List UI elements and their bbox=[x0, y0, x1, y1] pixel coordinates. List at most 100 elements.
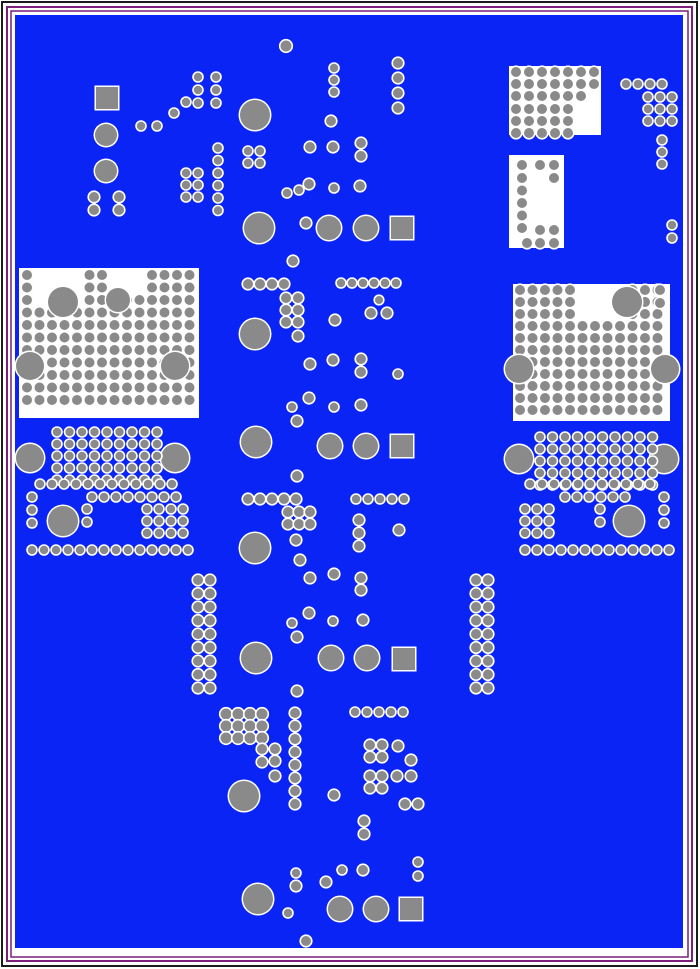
via bbox=[471, 629, 481, 639]
via bbox=[635, 456, 645, 466]
via bbox=[213, 206, 223, 215]
via bbox=[565, 333, 575, 343]
via bbox=[232, 732, 244, 744]
via bbox=[59, 332, 70, 343]
via bbox=[140, 463, 149, 473]
via bbox=[615, 405, 625, 415]
via bbox=[159, 382, 170, 393]
via bbox=[97, 270, 107, 280]
via bbox=[114, 205, 124, 215]
via bbox=[524, 128, 534, 138]
via bbox=[72, 395, 82, 405]
via bbox=[393, 73, 403, 83]
via bbox=[71, 479, 81, 489]
via bbox=[267, 279, 277, 289]
via bbox=[585, 444, 595, 454]
via bbox=[22, 307, 32, 318]
via bbox=[602, 345, 613, 355]
mounting-hole bbox=[244, 213, 274, 243]
via bbox=[552, 393, 563, 403]
via bbox=[52, 451, 62, 461]
via bbox=[627, 357, 638, 367]
via bbox=[288, 256, 298, 266]
via bbox=[550, 79, 560, 89]
via bbox=[292, 471, 302, 481]
through-hole-pad bbox=[318, 434, 342, 458]
via bbox=[615, 381, 625, 391]
via bbox=[147, 307, 157, 318]
via bbox=[640, 357, 650, 367]
via bbox=[563, 116, 573, 126]
via bbox=[590, 381, 600, 391]
via bbox=[535, 432, 545, 442]
via bbox=[22, 332, 32, 343]
via bbox=[573, 432, 582, 442]
via bbox=[552, 309, 563, 319]
via bbox=[610, 456, 620, 466]
via bbox=[184, 395, 195, 405]
via bbox=[205, 615, 215, 626]
via bbox=[97, 357, 107, 368]
via bbox=[635, 432, 645, 442]
via bbox=[134, 345, 145, 355]
via bbox=[147, 345, 157, 355]
via bbox=[329, 63, 339, 73]
via bbox=[293, 331, 303, 341]
through-hole-pad bbox=[355, 646, 379, 670]
via bbox=[483, 669, 493, 680]
via bbox=[366, 308, 376, 318]
via bbox=[391, 278, 401, 288]
via bbox=[47, 357, 57, 368]
via bbox=[290, 773, 300, 783]
via bbox=[585, 479, 595, 489]
via bbox=[115, 463, 124, 473]
via bbox=[602, 393, 613, 403]
via bbox=[602, 333, 613, 343]
via bbox=[90, 439, 99, 449]
via bbox=[652, 393, 663, 403]
via bbox=[537, 79, 547, 89]
via bbox=[615, 333, 625, 343]
via bbox=[387, 494, 397, 504]
via bbox=[640, 285, 650, 295]
via bbox=[609, 479, 619, 489]
via bbox=[109, 320, 120, 330]
via bbox=[107, 479, 117, 489]
via bbox=[134, 295, 145, 305]
via bbox=[565, 285, 575, 295]
via bbox=[615, 345, 625, 355]
via bbox=[97, 282, 107, 293]
mounting-hole bbox=[505, 355, 533, 383]
via bbox=[565, 381, 575, 391]
via bbox=[82, 504, 92, 514]
via bbox=[90, 451, 99, 461]
via bbox=[471, 642, 481, 653]
via bbox=[281, 317, 291, 327]
via bbox=[305, 573, 315, 583]
via bbox=[393, 741, 403, 751]
via bbox=[147, 320, 157, 330]
via bbox=[111, 492, 121, 502]
pad-layer bbox=[14, 38, 681, 948]
via bbox=[154, 516, 164, 526]
via bbox=[550, 128, 560, 138]
via bbox=[243, 494, 253, 504]
via bbox=[399, 494, 409, 504]
via bbox=[82, 517, 92, 527]
via bbox=[577, 369, 588, 379]
via bbox=[483, 575, 493, 585]
via bbox=[328, 616, 338, 626]
via bbox=[537, 128, 547, 138]
via bbox=[152, 439, 162, 449]
via bbox=[301, 218, 311, 228]
via bbox=[483, 615, 493, 626]
via bbox=[244, 720, 256, 732]
via bbox=[560, 444, 570, 454]
via bbox=[184, 382, 195, 393]
via bbox=[537, 116, 547, 126]
via bbox=[520, 516, 530, 526]
via bbox=[147, 370, 157, 380]
via bbox=[355, 181, 365, 191]
via bbox=[220, 732, 232, 744]
via bbox=[304, 393, 314, 403]
